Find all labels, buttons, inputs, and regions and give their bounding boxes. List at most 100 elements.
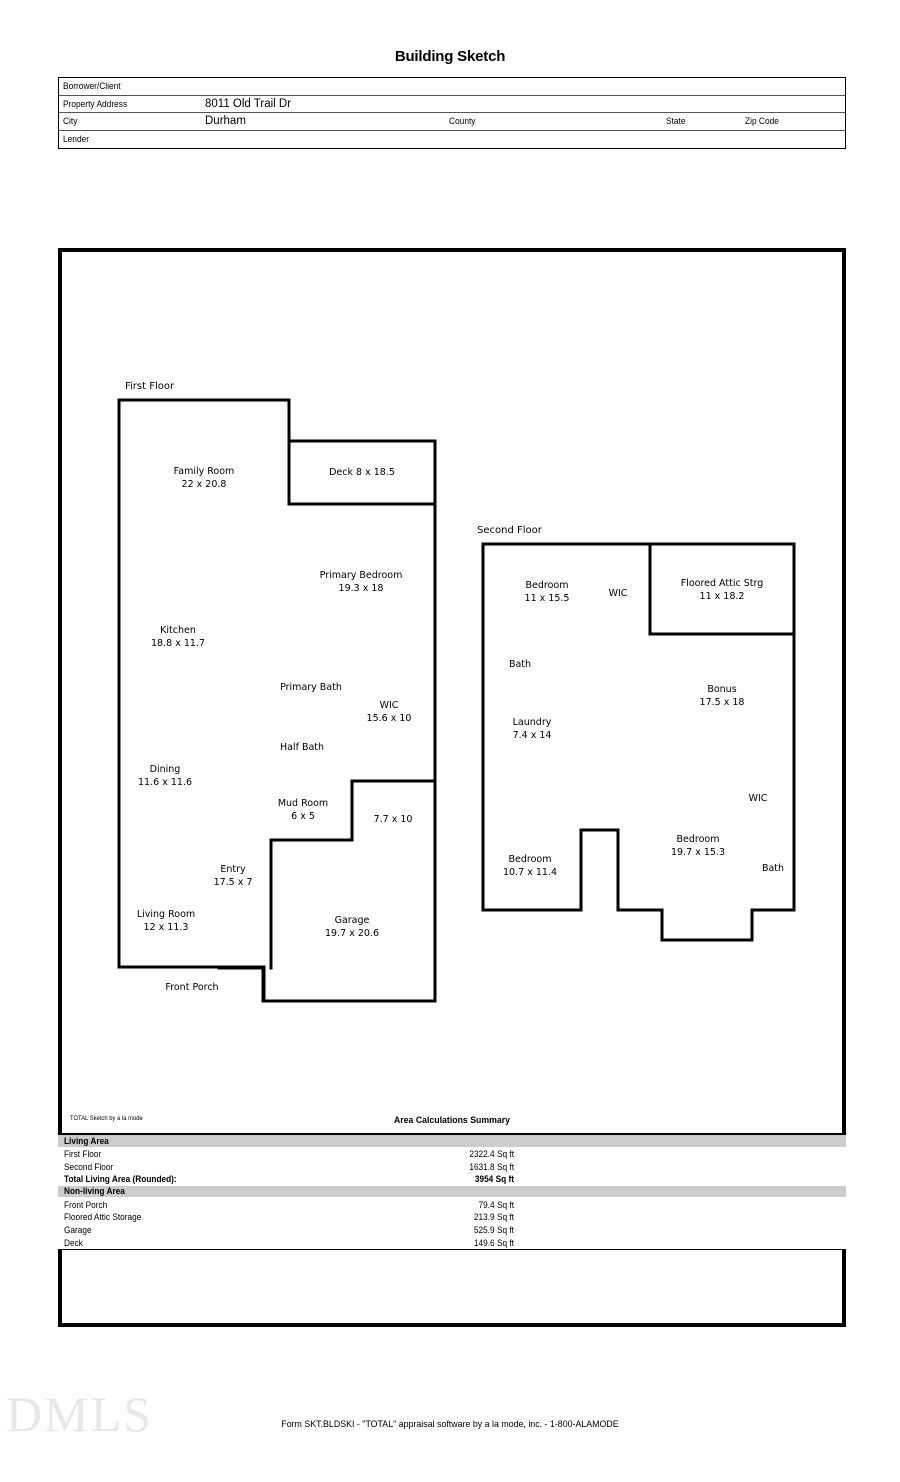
header-row-lender: Lender (59, 131, 845, 149)
second-floor-outline (481, 542, 796, 942)
svg-text:Dining: Dining (150, 764, 181, 775)
label-front-porch: Front Porch (165, 982, 218, 993)
front-porch-outline (117, 965, 266, 1003)
svg-text:17.5 x 7: 17.5 x 7 (214, 877, 253, 888)
summary-section-title: Living Area (64, 1135, 109, 1146)
summary-row-value: 3954 Sq ft (474, 1174, 514, 1185)
label-bedroom-lower-left: Bedroom 10.7 x 11.4 (503, 854, 557, 878)
svg-text:Bath: Bath (509, 659, 531, 670)
summary-row-label: Deck (64, 1237, 83, 1248)
svg-text:11.6 x 11.6: 11.6 x 11.6 (138, 777, 192, 788)
svg-text:7.4 x 14: 7.4 x 14 (513, 730, 552, 741)
property-header-table: Borrower/Client Property Address 8011 Ol… (58, 77, 846, 149)
floor-plan-drawing: First Floor Family Room 22 x 20.8 Deck 8… (117, 381, 796, 1003)
svg-text:Kitchen: Kitchen (160, 625, 196, 636)
summary-section-header-living-area: Living Area (58, 1135, 846, 1148)
label-bedroom-upper-left: Bedroom 11 x 15.5 (525, 580, 570, 604)
first-floor-group: First Floor Family Room 22 x 20.8 Deck 8… (117, 381, 437, 1003)
dmls-watermark: DMLS (6, 1386, 153, 1442)
header-row-borrower: Borrower/Client (59, 78, 845, 96)
svg-text:Living Room: Living Room (137, 909, 195, 920)
svg-text:12 x 11.3: 12 x 11.3 (144, 922, 189, 933)
label-entry: Entry 17.5 x 7 (214, 864, 253, 888)
borrower-label: Borrower/Client (63, 81, 121, 92)
svg-text:Deck 8 x 18.5: Deck 8 x 18.5 (329, 467, 395, 478)
county-label: County (449, 116, 476, 127)
label-kitchen: Kitchen 18.8 x 11.7 (151, 625, 205, 649)
label-mud-room: Mud Room 6 x 5 (278, 798, 328, 822)
svg-text:Primary Bath: Primary Bath (280, 682, 342, 693)
footer-text: Form SKT.BLDSKI - "TOTAL" appraisal soft… (281, 1419, 619, 1430)
sketch-credit: TOTAL Sketch by a la mode (70, 1115, 143, 1122)
summary-row-deck: Deck 149.6 Sq ft (58, 1236, 846, 1249)
svg-text:19.3 x 18: 19.3 x 18 (339, 583, 384, 594)
svg-text:Bonus: Bonus (707, 684, 736, 695)
property-address-label: Property Address (63, 98, 128, 110)
second-floor-group: Second Floor Bedroom 11 x 15.5 WIC Floor… (477, 525, 796, 942)
summary-row-front-porch: Front Porch 79.4 Sq ft (58, 1198, 846, 1211)
header-row-property-address: Property Address 8011 Old Trail Dr (59, 96, 845, 113)
svg-text:Front Porch: Front Porch (165, 982, 218, 993)
svg-text:Laundry: Laundry (513, 717, 552, 728)
label-garage: Garage 19.7 x 20.6 (325, 915, 379, 939)
state-label: State (666, 116, 686, 127)
garage-step-outline (269, 779, 437, 970)
label-living-room: Living Room 12 x 11.3 (137, 909, 195, 933)
label-bonus-closet: 7.7 x 10 (374, 814, 413, 825)
summary-heading: Area Calculations Summary (393, 1115, 511, 1126)
label-deck: Deck 8 x 18.5 (329, 467, 395, 478)
summary-row-second-floor: Second Floor 1631.8 Sq ft (58, 1160, 846, 1173)
svg-text:WIC: WIC (380, 700, 399, 711)
svg-text:17.5 x 18: 17.5 x 18 (700, 697, 745, 708)
summary-row-value: 79.4 Sq ft (478, 1199, 514, 1210)
property-address-value[interactable]: 8011 Old Trail Dr (205, 97, 292, 110)
summary-row-value: 525.9 Sq ft (473, 1224, 514, 1235)
svg-text:19.7 x 20.6: 19.7 x 20.6 (325, 928, 379, 939)
label-wic-upper-left: WIC (609, 588, 628, 599)
summary-row-value: 149.6 Sq ft (473, 1237, 514, 1248)
label-wic-primary: WIC 15.6 x 10 (367, 700, 412, 724)
label-laundry: Laundry 7.4 x 14 (513, 717, 552, 741)
svg-text:6 x 5: 6 x 5 (291, 811, 315, 822)
second-floor-title: Second Floor (477, 525, 543, 536)
summary-section-title: Non-living Area (64, 1186, 125, 1197)
label-dining: Dining 11.6 x 11.6 (138, 764, 192, 788)
header-row-city: City Durham County State Zip Code (59, 113, 845, 131)
svg-text:Half Bath: Half Bath (280, 742, 324, 753)
attic-storage-outline (648, 542, 796, 636)
summary-row-label: Floored Attic Storage (64, 1212, 142, 1223)
label-bath-upper-left: Bath (509, 659, 531, 670)
svg-text:WIC: WIC (749, 793, 768, 804)
svg-text:Bedroom: Bedroom (677, 834, 720, 845)
label-half-bath: Half Bath (280, 742, 324, 753)
summary-row-value: 213.9 Sq ft (473, 1212, 514, 1223)
svg-text:19.7 x 15.3: 19.7 x 15.3 (671, 847, 725, 858)
deck-outline (287, 439, 437, 506)
svg-text:Family Room: Family Room (174, 466, 235, 477)
svg-text:18.8 x 11.7: 18.8 x 11.7 (151, 638, 205, 649)
label-family-room: Family Room 22 x 20.8 (174, 466, 235, 490)
svg-text:Bedroom: Bedroom (509, 854, 552, 865)
svg-text:WIC: WIC (609, 588, 628, 599)
summary-row-first-floor: First Floor 2322.4 Sq ft (58, 1148, 846, 1161)
label-bedroom-lower-right: Bedroom 19.7 x 15.3 (671, 834, 725, 858)
summary-row-garage: Garage 525.9 Sq ft (58, 1223, 846, 1236)
svg-text:Entry: Entry (220, 864, 246, 875)
first-floor-title: First Floor (125, 381, 175, 392)
summary-row-value: 1631.8 Sq ft (469, 1161, 514, 1172)
svg-text:Bath: Bath (762, 863, 784, 874)
label-floored-attic-storage: Floored Attic Strg 11 x 18.2 (681, 578, 764, 602)
svg-text:7.7 x 10: 7.7 x 10 (374, 814, 413, 825)
svg-text:Mud Room: Mud Room (278, 798, 328, 809)
svg-text:Floored Attic Strg: Floored Attic Strg (681, 578, 764, 589)
svg-text:10.7 x 11.4: 10.7 x 11.4 (503, 867, 557, 878)
svg-text:22 x 20.8: 22 x 20.8 (182, 479, 227, 490)
zip-code-label: Zip Code (745, 116, 779, 127)
summary-section-header-non-living-area: Non-living Area (58, 1185, 846, 1199)
label-primary-bath: Primary Bath (280, 682, 342, 693)
city-value[interactable]: Durham (205, 115, 246, 127)
svg-text:Primary Bedroom: Primary Bedroom (320, 570, 403, 581)
label-bath-lower-right: Bath (762, 863, 784, 874)
summary-row-label: Total Living Area (Rounded): (64, 1174, 177, 1185)
